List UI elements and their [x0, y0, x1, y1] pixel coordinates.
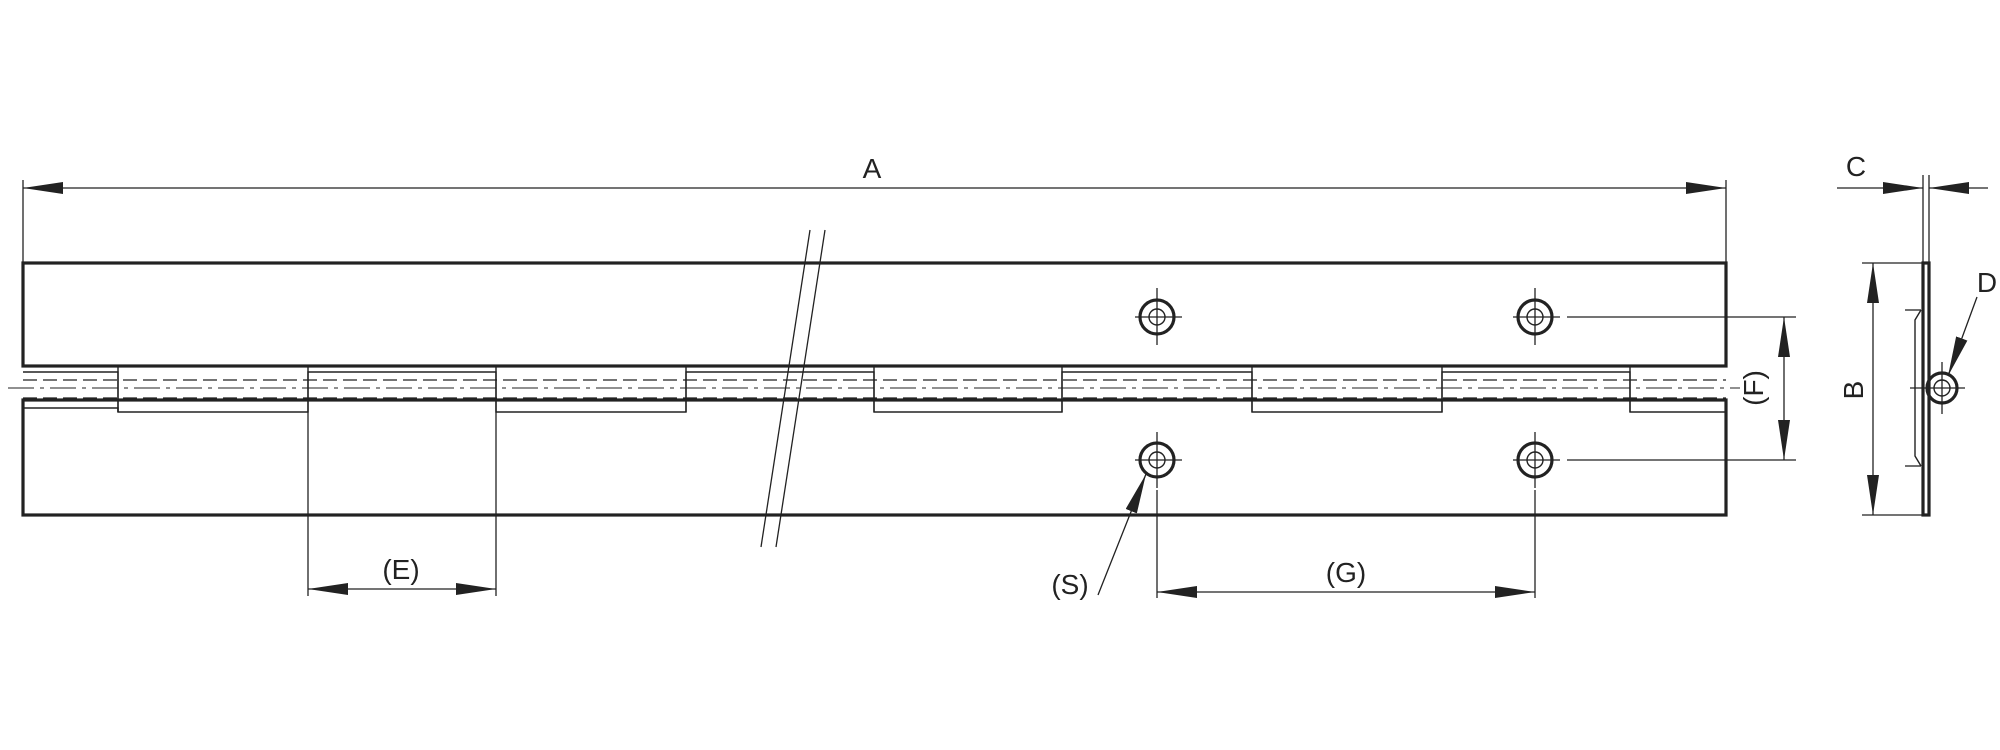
hinge-side-view	[1905, 175, 1965, 517]
break-lines	[760, 229, 826, 548]
dimension-f: (F)	[1567, 316, 1796, 461]
mounting-hole-3	[1135, 432, 1182, 488]
label-b: B	[1838, 381, 1869, 400]
label-d: D	[1977, 267, 1997, 298]
dimension-c: C	[1837, 151, 1988, 194]
leader-s: (S)	[1051, 473, 1147, 600]
leader-d: D	[1947, 267, 1997, 377]
dimension-g: (G)	[1156, 490, 1536, 598]
label-c: C	[1846, 151, 1866, 182]
mounting-hole-2	[1513, 288, 1560, 345]
label-e: (E)	[382, 554, 419, 585]
knuckle-band	[8, 366, 1740, 413]
label-a: A	[863, 153, 882, 184]
hinge-front-view	[8, 229, 1740, 548]
dimension-e: (E)	[307, 412, 497, 596]
dimension-a: A	[22, 153, 1727, 263]
side-leaf	[1921, 261, 1931, 517]
label-g: (G)	[1326, 557, 1366, 588]
mounting-hole-4	[1513, 432, 1560, 488]
bottom-leaf	[21, 398, 1728, 517]
label-f: (F)	[1738, 370, 1769, 406]
dimension-b: B	[1838, 262, 1923, 516]
top-leaf	[21, 261, 1728, 368]
mounting-hole-1	[1135, 288, 1182, 345]
label-s: (S)	[1051, 569, 1088, 600]
